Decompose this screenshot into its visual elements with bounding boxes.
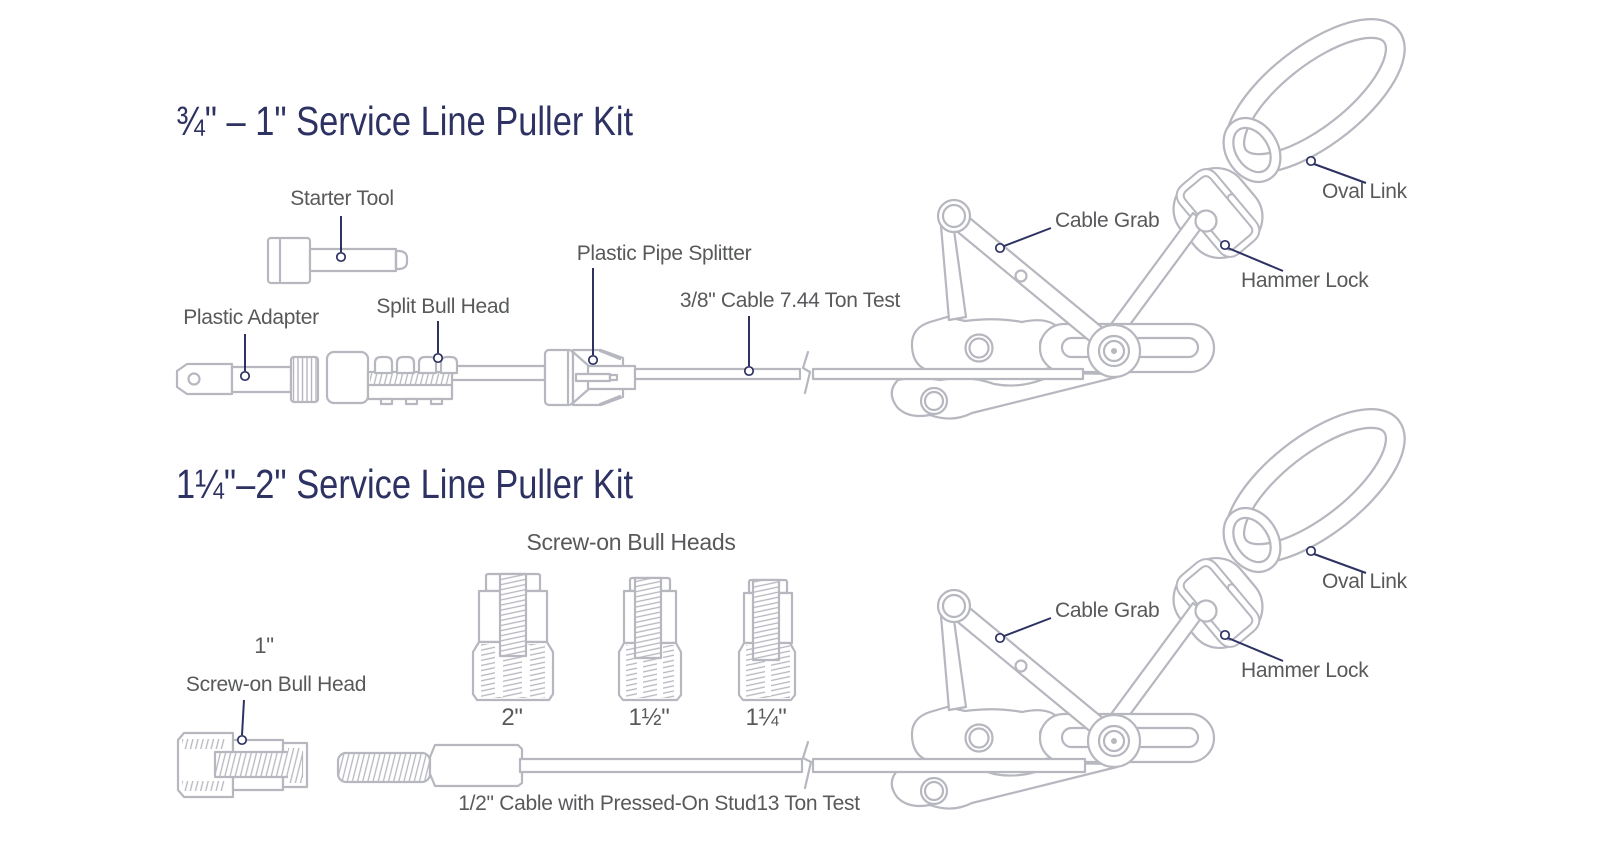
bull-head-1in-drawing	[176, 731, 309, 799]
label-oval-link-top: Oval Link	[1322, 180, 1407, 203]
cable-drawing-bottom	[518, 740, 1087, 790]
label-hammer-lock-bottom: Hammer Lock	[1241, 659, 1369, 682]
kit-title-bottom: 1¼"–2" Service Line Puller Kit	[176, 461, 634, 507]
bull-head-1-5in-drawing	[617, 576, 683, 702]
starter-tool-drawing	[266, 236, 409, 285]
label-cable-grab-bottom: Cable Grab	[1055, 599, 1160, 622]
leader-plastic-adapter	[239, 334, 251, 382]
label-screw-on-bull-head-1in: Screw-on Bull Head	[185, 673, 367, 696]
label-hammer-lock-top: Hammer Lock	[1241, 269, 1369, 292]
label-size-1in: 1"	[254, 633, 274, 658]
label-cable-top: 3/8" Cable 7.44 Ton Test	[679, 289, 901, 312]
leader-bull-head-1in	[236, 699, 248, 746]
label-cable-bottom: 1/2" Cable with Pressed-On Stud13 Ton Te…	[458, 792, 860, 815]
label-plastic-pipe-splitter: Plastic Pipe Splitter	[576, 242, 752, 265]
label-plastic-adapter: Plastic Adapter	[183, 306, 319, 329]
kit-title-top: ¾" – 1" Service Line Puller Kit	[176, 98, 634, 144]
leader-oval-link-bottom	[1305, 545, 1367, 574]
bull-head-2in-drawing	[471, 572, 555, 702]
split-bull-head-drawing	[325, 350, 547, 406]
leader-hammer-lock-top	[1219, 239, 1284, 272]
label-starter-tool: Starter Tool	[290, 187, 394, 210]
leader-hammer-lock-bottom	[1219, 629, 1284, 662]
label-oval-link-bottom: Oval Link	[1322, 570, 1407, 593]
leader-cable-grab-bottom	[994, 617, 1052, 644]
leader-lines	[236, 155, 1367, 746]
leader-split-bull-head	[432, 321, 444, 364]
leader-plastic-pipe-splitter	[587, 268, 599, 366]
label-size-2in: 2"	[501, 704, 523, 731]
label-split-bull-head: Split Bull Head	[376, 295, 510, 318]
leader-oval-link-top	[1305, 155, 1367, 184]
bull-head-1-25in-drawing	[737, 578, 797, 702]
label-size-1-25in: 1¼"	[745, 704, 787, 731]
plastic-pipe-splitter-drawing	[543, 348, 637, 407]
leader-cable-grab-top	[994, 227, 1052, 254]
cable-stud-drawing	[336, 743, 524, 788]
label-size-1-5in: 1½"	[628, 704, 670, 731]
label-cable-grab-top: Cable Grab	[1055, 209, 1160, 232]
cable-drawing-top	[633, 350, 1085, 395]
label-screw-on-bull-heads: Screw-on Bull Heads	[526, 529, 736, 555]
plastic-adapter-drawing	[175, 355, 320, 404]
leader-starter-tool	[335, 216, 347, 263]
leader-cable-top	[743, 316, 755, 377]
